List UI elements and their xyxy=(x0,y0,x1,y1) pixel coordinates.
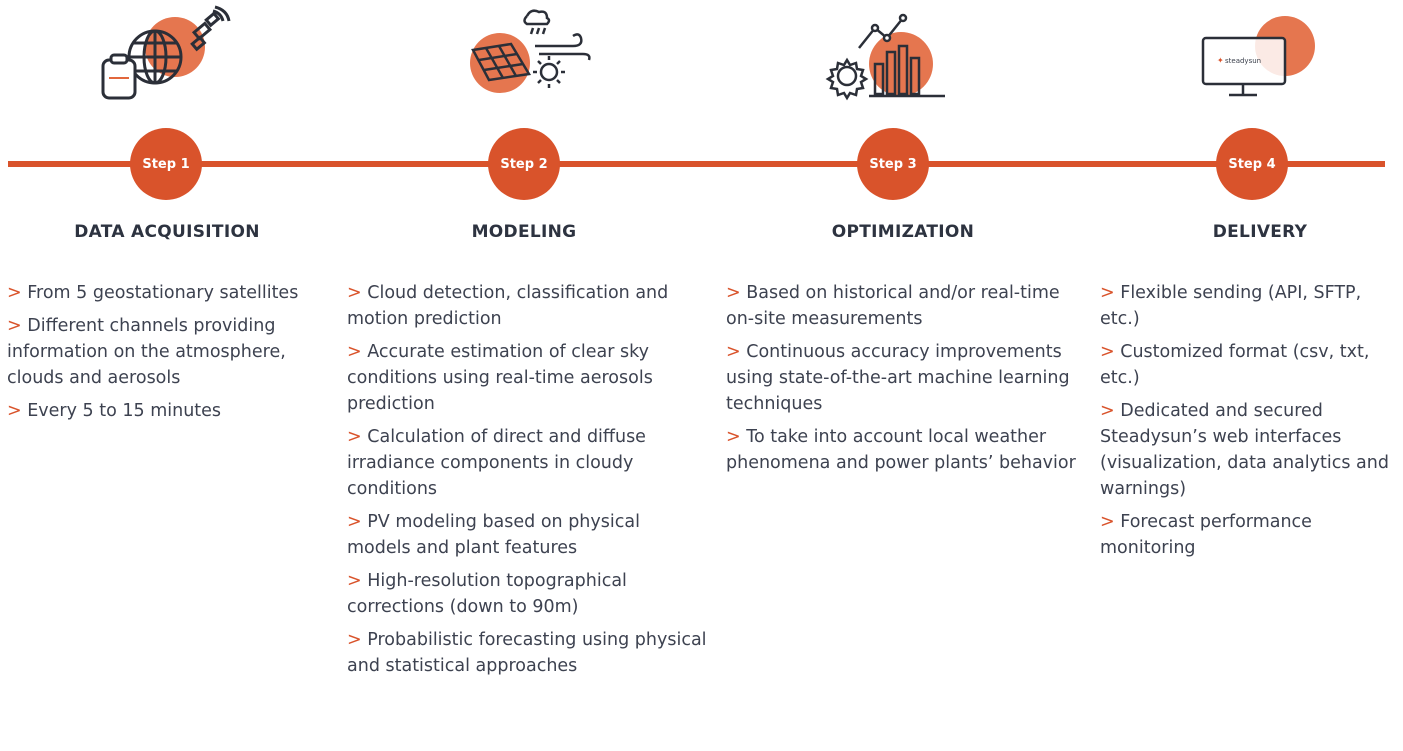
list-item: > Every 5 to 15 minutes xyxy=(7,401,222,421)
step-3-badge: Step 3 xyxy=(857,128,929,200)
bullet-marker: > xyxy=(726,342,741,362)
bullet-marker: > xyxy=(7,316,22,336)
step-1-title: DATA ACQUISITION xyxy=(74,222,260,242)
list-item: > Forecast performance monitoring xyxy=(1100,512,1312,558)
step-3-list: > Based on historical and/or real-time o… xyxy=(726,280,1076,483)
bullet-marker: > xyxy=(347,630,362,650)
bullet-marker: > xyxy=(726,427,741,447)
step-2-title: MODELING xyxy=(471,222,577,242)
bullet-marker: > xyxy=(347,283,362,303)
timeline-line xyxy=(8,161,1385,167)
bullet-marker: > xyxy=(1100,283,1115,303)
gear-chart-icon xyxy=(825,13,945,101)
solar-panel-weather-icon xyxy=(470,9,591,93)
bullet-marker: > xyxy=(726,283,741,303)
svg-text:✦: ✦ xyxy=(1217,56,1224,65)
bullet-marker: > xyxy=(347,342,362,362)
step-3-title: OPTIMIZATION xyxy=(831,222,975,242)
step-2-list: > Cloud detection, classification and mo… xyxy=(347,280,709,686)
step-1-badge: Step 1 xyxy=(130,128,202,200)
list-item: > Based on historical and/or real-time o… xyxy=(726,283,1060,329)
bullet-marker: > xyxy=(1100,512,1115,532)
list-item: > Dedicated and secured Steadysun’s web … xyxy=(1100,401,1389,499)
step-4-list: > Flexible sending (API, SFTP, etc.) > C… xyxy=(1100,280,1400,568)
bullet-marker: > xyxy=(347,512,362,532)
list-item: > Probabilistic forecasting using physic… xyxy=(347,630,707,676)
step-2-badge: Step 2 xyxy=(488,128,560,200)
monitor-logo-text: steadysun xyxy=(1225,57,1261,65)
list-item: > Customized format (csv, txt, etc.) xyxy=(1100,342,1370,388)
bullet-marker: > xyxy=(347,571,362,591)
bullet-marker: > xyxy=(347,427,362,447)
list-item: > Cloud detection, classification and mo… xyxy=(347,283,669,329)
list-item: > High-resolution topographical correcti… xyxy=(347,571,627,617)
list-item: > To take into account local weather phe… xyxy=(726,427,1076,473)
bullet-marker: > xyxy=(1100,342,1115,362)
step-4-badge: Step 4 xyxy=(1216,128,1288,200)
monitor-icon: steadysun ✦ xyxy=(1201,16,1315,97)
list-item: > Calculation of direct and diffuse irra… xyxy=(347,427,646,499)
list-item: > From 5 geostationary satellites xyxy=(7,283,299,303)
bullet-marker: > xyxy=(7,283,22,303)
step-4-title: DELIVERY xyxy=(1212,222,1308,242)
bullet-marker: > xyxy=(1100,401,1115,421)
satellite-globe-icon xyxy=(101,5,231,100)
list-item: > PV modeling based on physical models a… xyxy=(347,512,640,558)
bullet-marker: > xyxy=(7,401,22,421)
step-1-list: > From 5 geostationary satellites > Diff… xyxy=(7,280,307,431)
list-item: > Continuous accuracy improvements using… xyxy=(726,342,1070,414)
list-item: > Different channels providing informati… xyxy=(7,316,286,388)
list-item: > Flexible sending (API, SFTP, etc.) xyxy=(1100,283,1362,329)
list-item: > Accurate estimation of clear sky condi… xyxy=(347,342,653,414)
